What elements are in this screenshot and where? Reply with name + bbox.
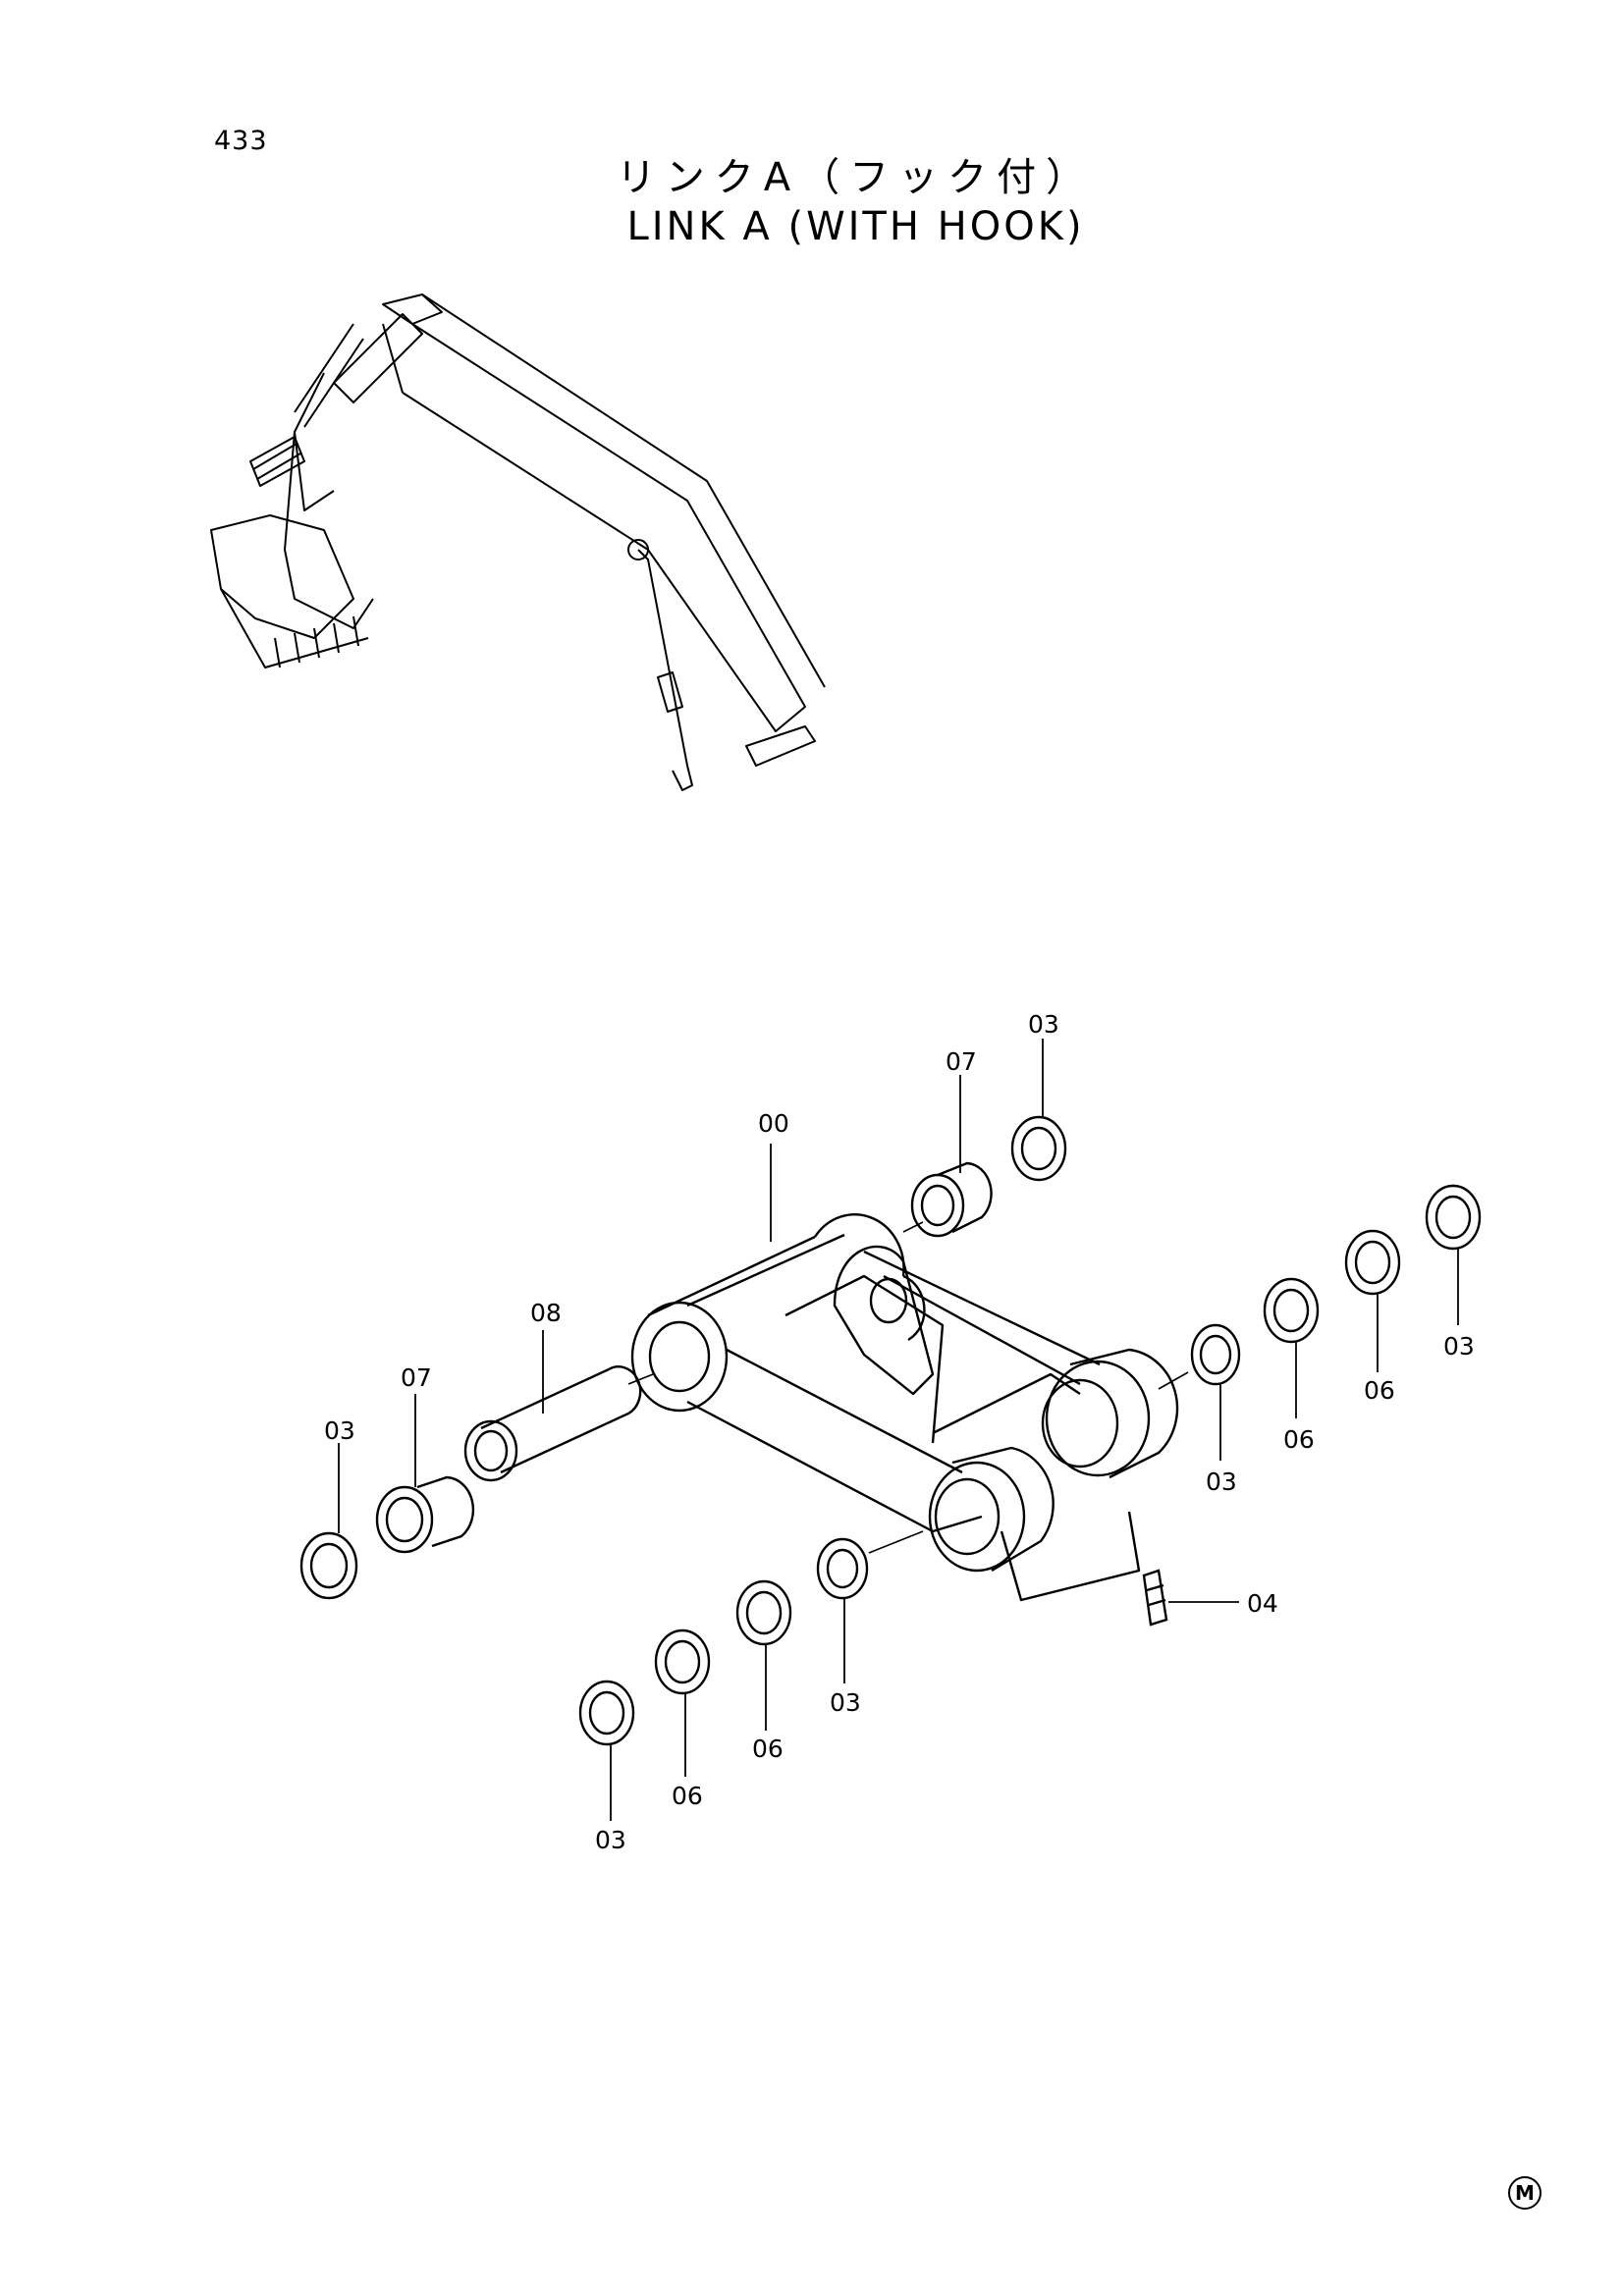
callout-06-right1: 06 xyxy=(1283,1425,1315,1454)
callout-06-bottom2: 06 xyxy=(672,1782,703,1810)
bushings-and-seals xyxy=(299,1115,1482,1746)
callout-07-top: 07 xyxy=(946,1047,977,1076)
callout-06-right2: 06 xyxy=(1364,1376,1395,1405)
callout-03-bottom: 03 xyxy=(595,1826,626,1854)
callout-labels: 00 07 03 08 07 03 03 06 06 03 04 03 06 0… xyxy=(324,1010,1475,1854)
excavator-overview xyxy=(210,294,826,791)
callout-07-left: 07 xyxy=(401,1363,432,1392)
callout-03-right3: 03 xyxy=(1443,1332,1475,1361)
callout-03-left: 03 xyxy=(324,1416,355,1445)
callout-03-right1: 03 xyxy=(1206,1468,1237,1496)
callout-04: 04 xyxy=(1247,1589,1278,1618)
link-a-body xyxy=(630,1213,1179,1602)
callout-03-top: 03 xyxy=(1028,1010,1059,1039)
callout-03-bottom-mid: 03 xyxy=(830,1688,861,1717)
page-number: 433 xyxy=(214,126,268,156)
callout-08: 08 xyxy=(530,1299,562,1327)
leader-lines xyxy=(338,1039,1459,1821)
title-english: LINK A (WITH HOOK) xyxy=(626,204,1085,249)
assembly-lines xyxy=(627,1221,1189,1554)
m-mark-icon: M xyxy=(1508,2176,1542,2210)
title-japanese: リンクA（フック付） xyxy=(616,155,1096,200)
pin-08 xyxy=(463,1365,642,1482)
callout-06-bottom1: 06 xyxy=(752,1735,784,1763)
callout-00: 00 xyxy=(758,1109,789,1138)
